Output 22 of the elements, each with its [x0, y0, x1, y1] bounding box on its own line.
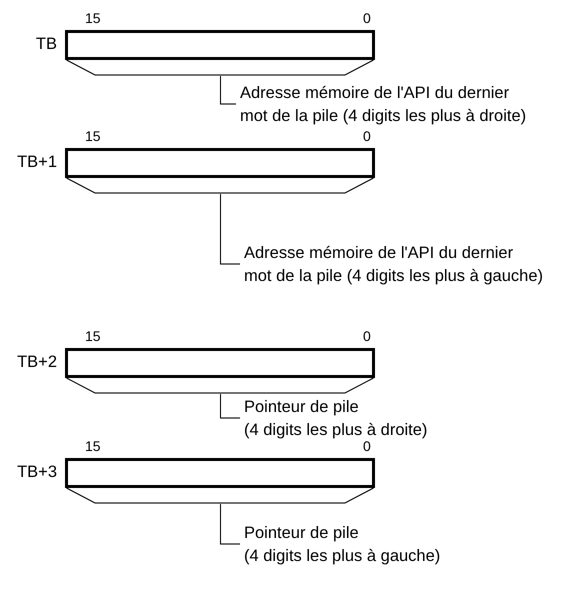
register-name: TB+2	[17, 352, 57, 373]
bit-number: 15	[85, 328, 101, 344]
description-text: Adresse mémoire de l'API du dernier mot de la pile (4 digits les plus à gauche)	[244, 243, 544, 287]
description-text: Adresse mémoire de l'API du dernier mot de la pile (4 digits les plus à droite)	[240, 83, 528, 127]
description-text: (4 digits les plus à gauche)	[244, 546, 440, 567]
bit-number: 15	[85, 128, 101, 144]
bit-number: 0	[363, 328, 371, 344]
leader-line	[220, 194, 240, 264]
description-text: Pointeur de pile	[244, 523, 359, 544]
description-text: Pointeur de pile	[244, 397, 359, 418]
description-text: (4 digits les plus à droite)	[244, 420, 428, 441]
bit-number: 0	[363, 438, 371, 454]
register-name: TB	[36, 34, 57, 55]
bit-number: 0	[363, 128, 371, 144]
bit-number: 15	[85, 438, 101, 454]
bit-number: 15	[85, 10, 101, 26]
bit-number: 0	[363, 10, 371, 26]
leader-line	[220, 394, 240, 418]
register-name: TB+3	[17, 462, 57, 483]
leader-line	[220, 76, 236, 104]
leader-line	[220, 504, 240, 544]
register-name: TB+1	[17, 152, 57, 173]
